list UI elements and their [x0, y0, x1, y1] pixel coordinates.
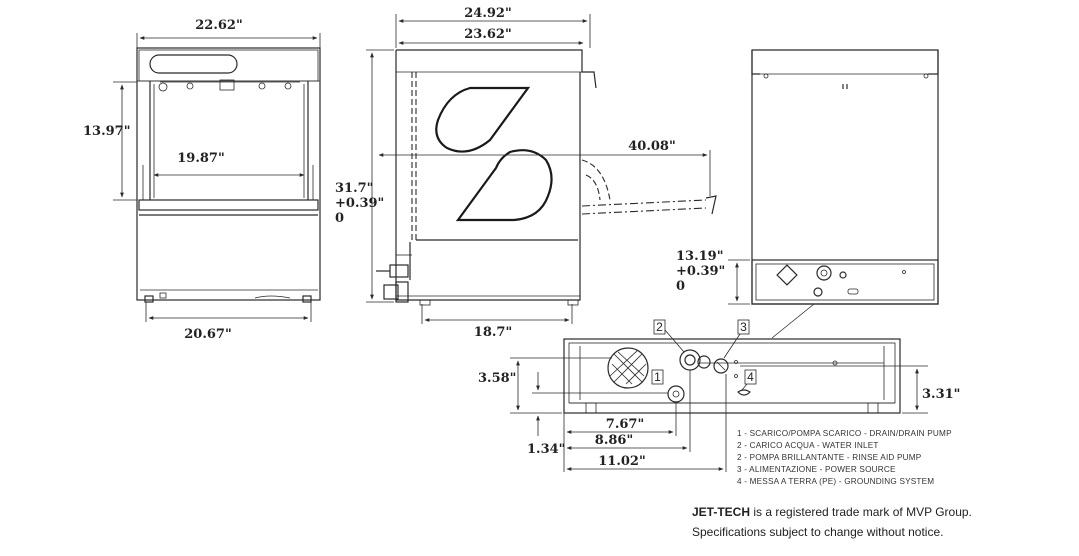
dim-rear-height-3: 0	[676, 279, 685, 294]
dim-front-inner-width: 19.87"	[177, 151, 224, 166]
dim-rear-height-2: +0.39"	[676, 264, 725, 279]
dim-bottom-h-right: 3.31"	[922, 387, 960, 402]
dim-front-width-bottom: 20.67"	[184, 327, 231, 342]
callout-2: 2	[656, 320, 663, 334]
dim-side-open-depth: 40.08"	[628, 139, 675, 154]
dim-side-base-depth: 18.7"	[474, 325, 512, 340]
disclaimer-line: Specifications subject to change without…	[692, 525, 944, 539]
side-fittings	[376, 264, 409, 303]
dim-bottom-w1: 7.67"	[606, 417, 644, 432]
spray-fittings	[158, 79, 300, 92]
dim-bottom-w2: 8.86"	[595, 433, 633, 448]
dim-front-width-top: 22.62"	[195, 18, 242, 33]
brand-z-logo	[435, 86, 553, 222]
dim-side-height-1: 31.7"	[335, 181, 373, 196]
callout-1: 1	[654, 370, 661, 384]
callouts: 2 3 1 4	[651, 319, 757, 391]
rear-connections	[776, 264, 906, 297]
dim-rear-height-1: 13.19"	[676, 249, 723, 264]
dim-bottom-h-left: 3.58"	[478, 371, 516, 386]
dim-side-width-total: 24.92"	[464, 6, 511, 21]
brand-name: JET-TECH	[692, 505, 751, 519]
legend-item-2: 2 - CARICO ACQUA - WATER INLET	[737, 441, 879, 450]
callout-3: 3	[740, 320, 747, 334]
legend-item-1: 1 - SCARICO/POMPA SCARICO - DRAIN/DRAIN …	[737, 429, 952, 438]
rear-detail-view: 2 3 1 4 3.58" 1.34" 3.31"	[478, 319, 960, 472]
footer-notice: JET-TECH is a registered trade mark of M…	[692, 502, 972, 542]
legend-item-5: 4 - MESSA A TERRA (PE) - GROUNDING SYSTE…	[737, 477, 934, 486]
trademark-text: is a registered trade mark of MVP Group.	[750, 505, 972, 519]
dim-side-height-3: 0	[335, 211, 344, 226]
dim-bottom-h-small: 1.34"	[527, 442, 565, 457]
dim-front-height: 13.97"	[83, 124, 130, 139]
connection-legend: 1 - SCARICO/POMPA SCARICO - DRAIN/DRAIN …	[737, 429, 952, 486]
dim-side-width-body: 23.62"	[464, 27, 511, 42]
trademark-line: JET-TECH is a registered trade mark of M…	[692, 502, 972, 522]
dim-bottom-w3: 11.02"	[598, 454, 645, 469]
drain-grid	[607, 347, 649, 389]
rear-view: 13.19" +0.39" 0	[676, 49, 939, 339]
legend-item-4: 3 - ALIMENTAZIONE - POWER SOURCE	[737, 465, 896, 474]
dim-side-height-2: +0.39"	[335, 196, 384, 211]
legend-item-3: 2 - POMPA BRILLANTANTE - RINSE AID PUMP	[737, 453, 922, 462]
callout-4: 4	[747, 370, 754, 384]
front-view: 22.62" 19.87"	[83, 18, 321, 342]
side-view: 24.92" 23.62"	[335, 6, 717, 340]
